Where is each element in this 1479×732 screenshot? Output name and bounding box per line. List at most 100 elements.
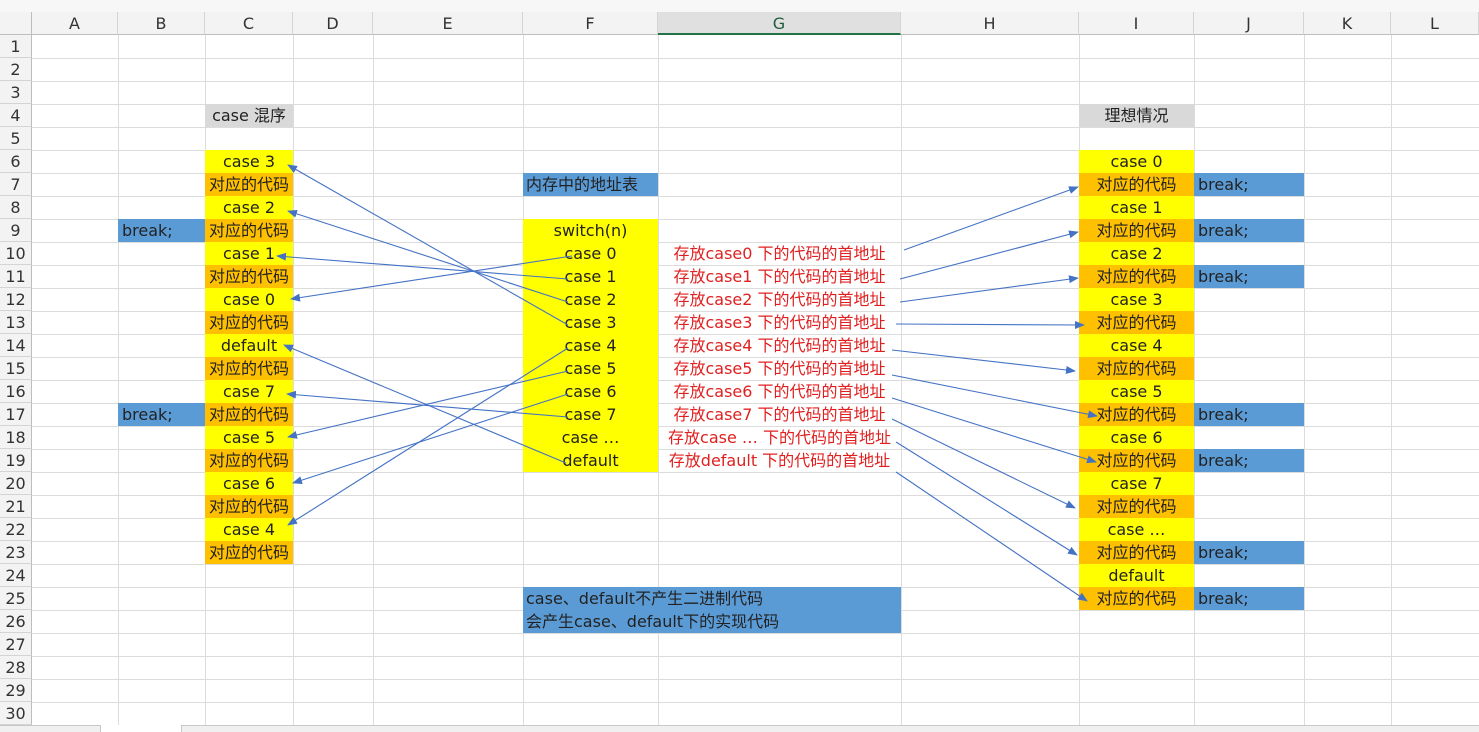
right-case-cell[interactable]: case 2: [1079, 242, 1194, 265]
left-code-cell[interactable]: 对应的代码: [205, 173, 293, 196]
left-code-cell[interactable]: 对应的代码: [205, 357, 293, 380]
left-case-cell[interactable]: case 1: [205, 242, 293, 265]
address-description[interactable]: 存放case6 下的代码的首地址: [673, 382, 886, 401]
left-case-cell[interactable]: case 3: [205, 150, 293, 173]
left-case-cell[interactable]: default: [205, 334, 293, 357]
row-header[interactable]: 27: [0, 633, 32, 656]
address-table-entry[interactable]: case 6: [523, 380, 658, 403]
left-case-cell[interactable]: case 2: [205, 196, 293, 219]
right-case-cell[interactable]: case 4: [1079, 334, 1194, 357]
row-header[interactable]: 18: [0, 426, 32, 449]
right-break-cell[interactable]: break;: [1194, 265, 1304, 288]
right-case-cell[interactable]: case 5: [1079, 380, 1194, 403]
address-description[interactable]: 存放case1 下的代码的首地址: [673, 267, 886, 286]
column-header-a[interactable]: A: [32, 12, 118, 35]
row-header[interactable]: 17: [0, 403, 32, 426]
column-header-l[interactable]: L: [1391, 12, 1479, 35]
row-header[interactable]: 1: [0, 35, 32, 58]
right-case-cell[interactable]: case 7: [1079, 472, 1194, 495]
row-header[interactable]: 16: [0, 380, 32, 403]
right-code-cell[interactable]: 对应的代码: [1079, 587, 1194, 610]
row-header[interactable]: 26: [0, 610, 32, 633]
row-header[interactable]: 21: [0, 495, 32, 518]
address-table-entry[interactable]: case 7: [523, 403, 658, 426]
right-code-cell[interactable]: 对应的代码: [1079, 219, 1194, 242]
right-case-cell[interactable]: default: [1079, 564, 1194, 587]
right-code-cell[interactable]: 对应的代码: [1079, 357, 1194, 380]
column-header-h[interactable]: H: [901, 12, 1079, 35]
address-description[interactable]: 存放case7 下的代码的首地址: [673, 405, 886, 424]
address-table-entry[interactable]: default: [523, 449, 658, 472]
right-block-header[interactable]: 理想情况: [1079, 104, 1194, 127]
address-description[interactable]: 存放case0 下的代码的首地址: [673, 244, 886, 263]
left-break-cell[interactable]: break;: [118, 219, 205, 242]
right-case-cell[interactable]: case 6: [1079, 426, 1194, 449]
row-header[interactable]: 24: [0, 564, 32, 587]
select-all-corner[interactable]: [0, 12, 32, 35]
left-case-cell[interactable]: case 5: [205, 426, 293, 449]
column-header-i[interactable]: I: [1079, 12, 1194, 35]
column-header-j[interactable]: J: [1194, 12, 1304, 35]
right-break-cell[interactable]: break;: [1194, 219, 1304, 242]
right-break-cell[interactable]: break;: [1194, 403, 1304, 426]
column-header-c[interactable]: C: [205, 12, 293, 35]
address-table-entry[interactable]: case 5: [523, 357, 658, 380]
row-header[interactable]: 25: [0, 587, 32, 610]
row-header[interactable]: 2: [0, 58, 32, 81]
sheet-tab[interactable]: [100, 725, 182, 732]
column-header-f[interactable]: F: [523, 12, 658, 35]
address-table-title[interactable]: 内存中的地址表: [523, 173, 658, 196]
left-case-cell[interactable]: case 7: [205, 380, 293, 403]
switch-cell[interactable]: switch(n): [523, 219, 658, 242]
row-header[interactable]: 6: [0, 150, 32, 173]
row-header[interactable]: 8: [0, 196, 32, 219]
row-header[interactable]: 12: [0, 288, 32, 311]
row-header[interactable]: 5: [0, 127, 32, 150]
row-header[interactable]: 15: [0, 357, 32, 380]
left-code-cell[interactable]: 对应的代码: [205, 541, 293, 564]
row-header[interactable]: 4: [0, 104, 32, 127]
column-header-k[interactable]: K: [1304, 12, 1391, 35]
right-code-cell[interactable]: 对应的代码: [1079, 541, 1194, 564]
row-header[interactable]: 29: [0, 679, 32, 702]
right-code-cell[interactable]: 对应的代码: [1079, 495, 1194, 518]
left-code-cell[interactable]: 对应的代码: [205, 265, 293, 288]
address-table-entry[interactable]: case 1: [523, 265, 658, 288]
row-header[interactable]: 30: [0, 702, 32, 725]
address-description[interactable]: 存放case2 下的代码的首地址: [673, 290, 886, 309]
right-code-cell[interactable]: 对应的代码: [1079, 449, 1194, 472]
row-header[interactable]: 13: [0, 311, 32, 334]
right-break-cell[interactable]: break;: [1194, 173, 1304, 196]
address-table-entry[interactable]: case 3: [523, 311, 658, 334]
right-break-cell[interactable]: break;: [1194, 587, 1304, 610]
row-header[interactable]: 9: [0, 219, 32, 242]
address-table-entry[interactable]: case 2: [523, 288, 658, 311]
right-case-cell[interactable]: case 1: [1079, 196, 1194, 219]
left-code-cell[interactable]: 对应的代码: [205, 495, 293, 518]
row-header[interactable]: 22: [0, 518, 32, 541]
left-code-cell[interactable]: 对应的代码: [205, 311, 293, 334]
address-description[interactable]: 存放case … 下的代码的首地址: [668, 428, 891, 447]
address-description[interactable]: 存放case3 下的代码的首地址: [673, 313, 886, 332]
address-description[interactable]: 存放case5 下的代码的首地址: [673, 359, 886, 378]
row-header[interactable]: 28: [0, 656, 32, 679]
address-table-entry[interactable]: case …: [523, 426, 658, 449]
row-header[interactable]: 10: [0, 242, 32, 265]
right-code-cell[interactable]: 对应的代码: [1079, 403, 1194, 426]
row-header[interactable]: 20: [0, 472, 32, 495]
left-case-cell[interactable]: case 6: [205, 472, 293, 495]
right-code-cell[interactable]: 对应的代码: [1079, 311, 1194, 334]
address-description[interactable]: 存放default 下的代码的首地址: [668, 451, 891, 470]
address-table-entry[interactable]: case 0: [523, 242, 658, 265]
left-block-header[interactable]: case 混序: [205, 104, 293, 127]
left-code-cell[interactable]: 对应的代码: [205, 219, 293, 242]
row-header[interactable]: 11: [0, 265, 32, 288]
row-header[interactable]: 7: [0, 173, 32, 196]
note-line-2[interactable]: 会产生case、default下的实现代码: [523, 610, 901, 633]
right-case-cell[interactable]: case 3: [1079, 288, 1194, 311]
left-case-cell[interactable]: case 0: [205, 288, 293, 311]
left-break-cell[interactable]: break;: [118, 403, 205, 426]
column-header-d[interactable]: D: [293, 12, 373, 35]
address-table-entry[interactable]: case 4: [523, 334, 658, 357]
column-header-b[interactable]: B: [118, 12, 205, 35]
